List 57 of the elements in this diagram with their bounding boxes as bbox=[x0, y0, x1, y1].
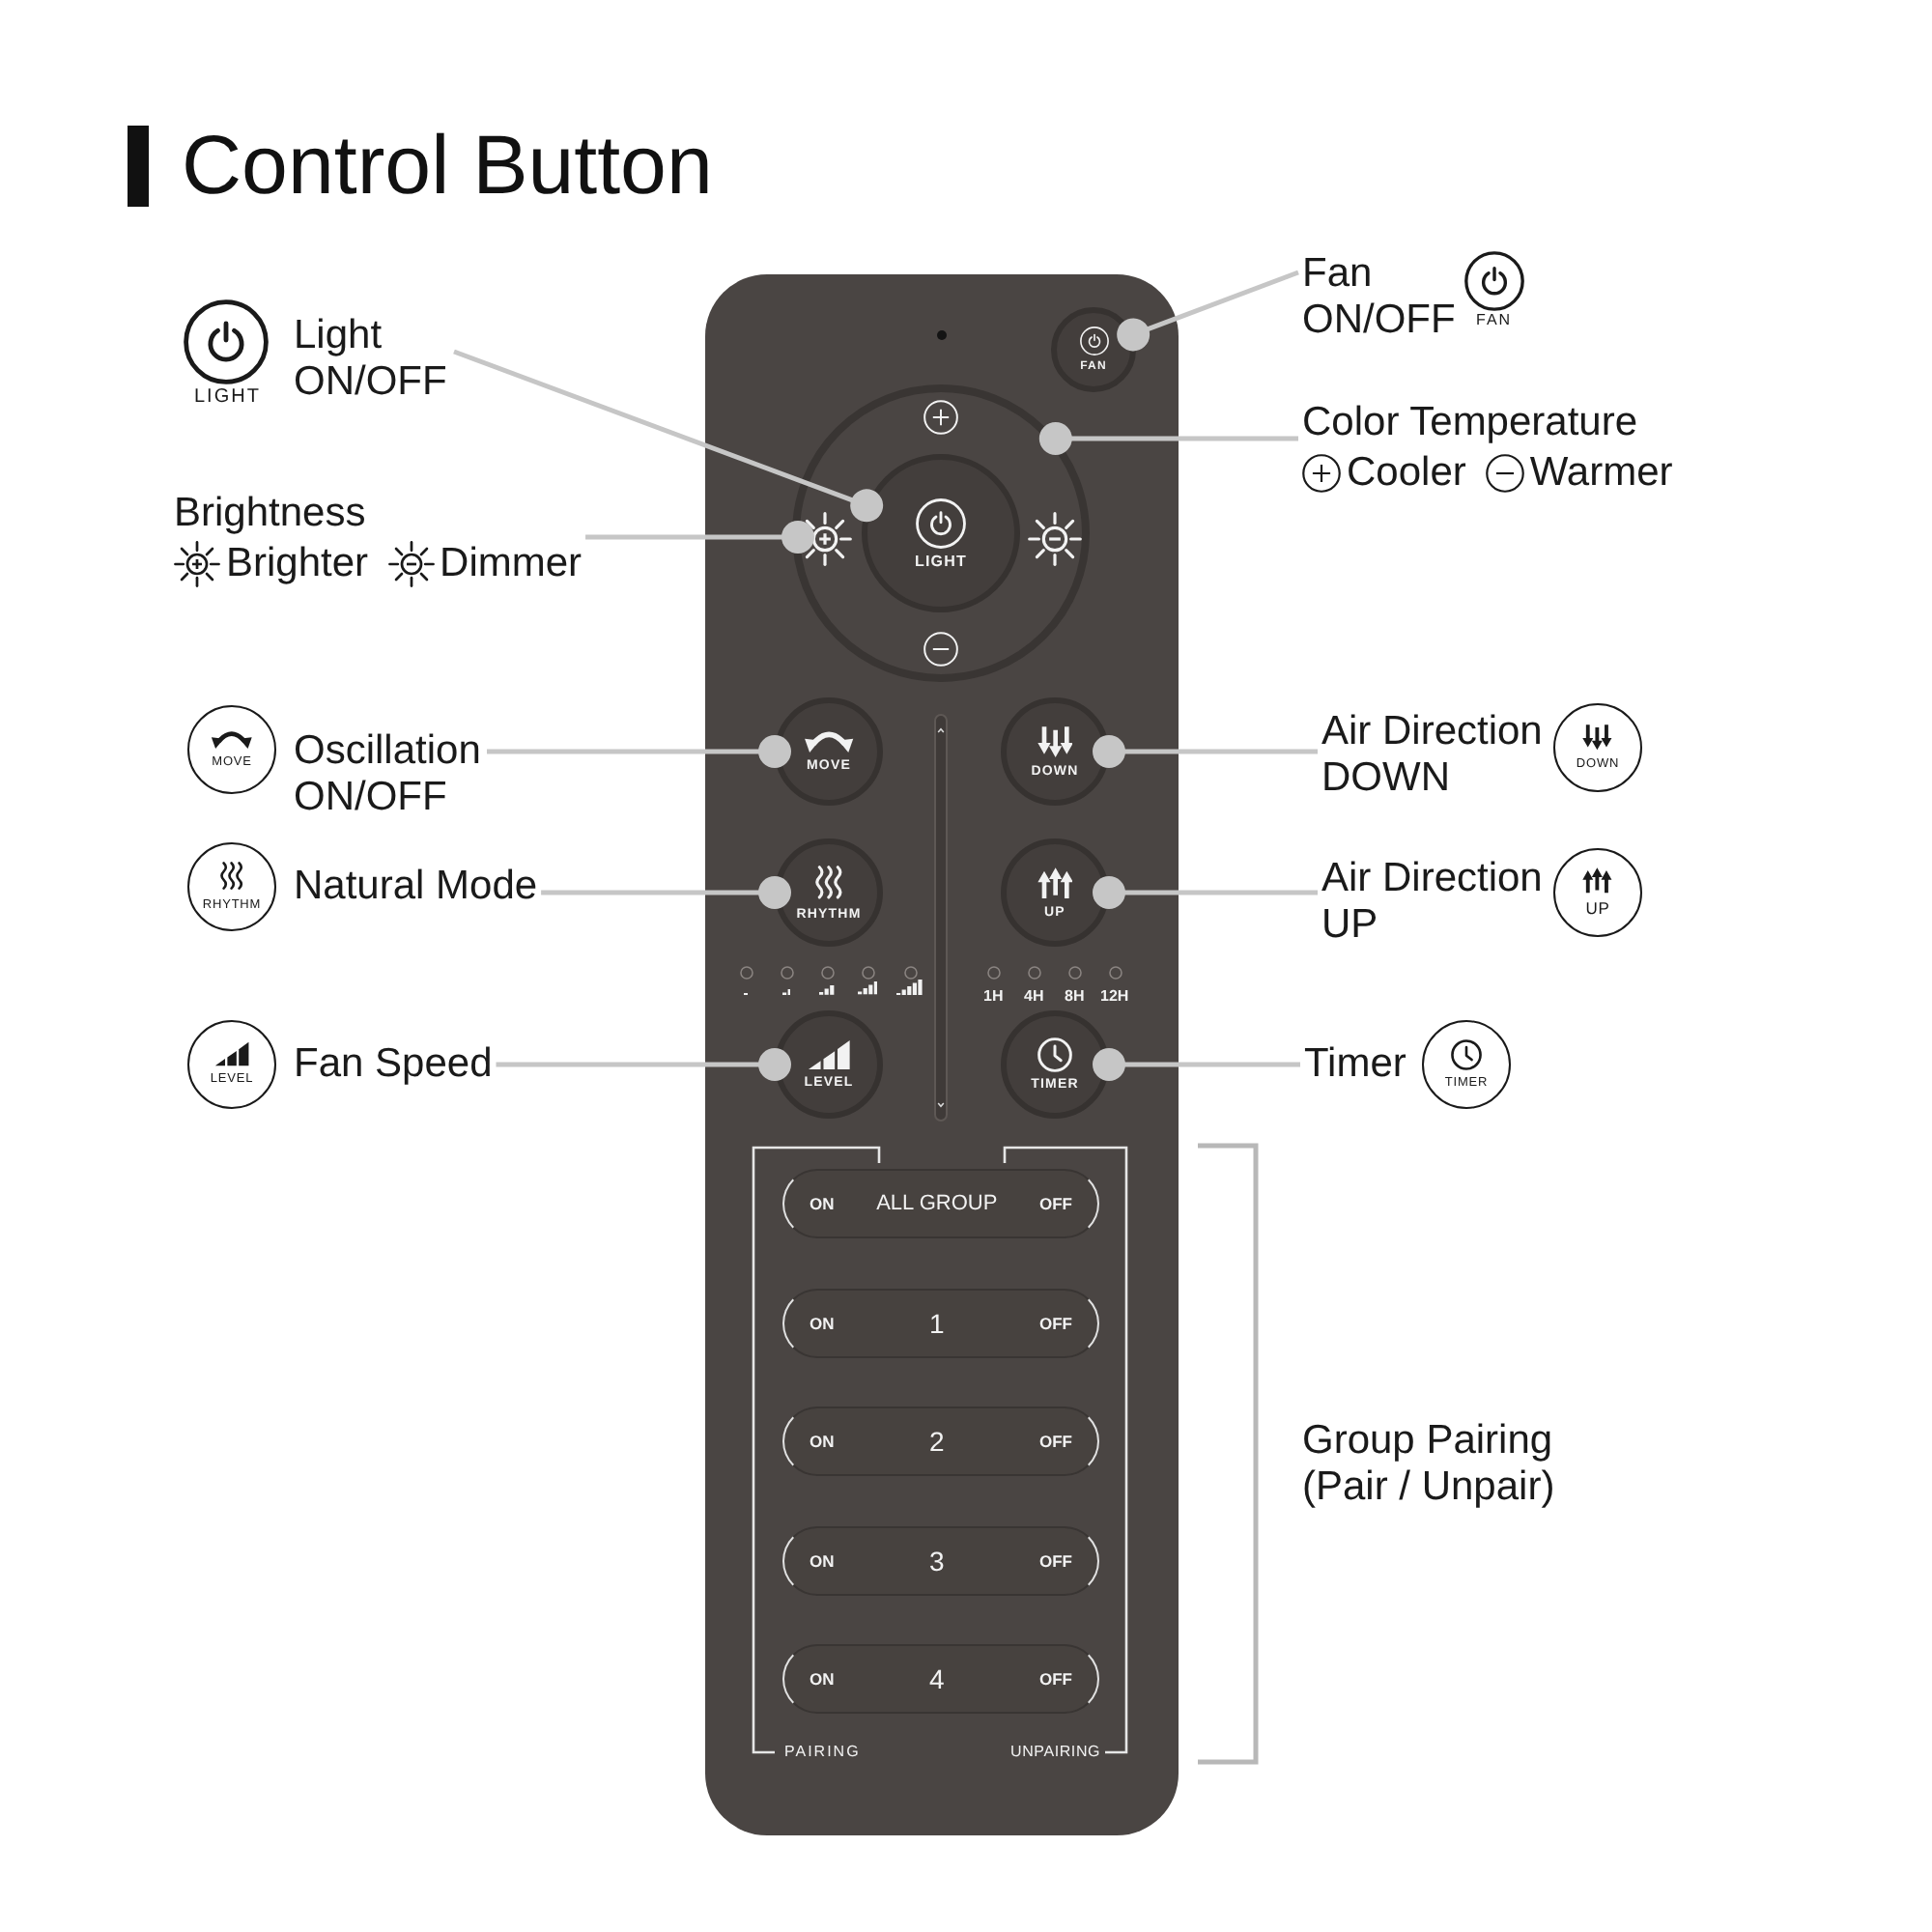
toggle-label: ON bbox=[810, 1551, 835, 1571]
leader-line bbox=[1093, 876, 1318, 909]
toggle-label: ON bbox=[810, 1432, 835, 1451]
leader-line bbox=[541, 876, 791, 909]
callout-text: Fan Speed bbox=[294, 1041, 493, 1088]
leader-line bbox=[453, 349, 884, 523]
toggle-label: OFF bbox=[1038, 1669, 1072, 1689]
callout-text: Air Direction UP bbox=[1321, 856, 1546, 949]
remote-control bbox=[705, 274, 1179, 1835]
hour-label: 8H bbox=[1065, 987, 1085, 1007]
callout-text: Light ON/OFF bbox=[294, 313, 450, 406]
icon-caption: FAN bbox=[1476, 312, 1513, 329]
bracket-label: UNPAIRING bbox=[1010, 1743, 1101, 1762]
toggle-label: ON bbox=[810, 1314, 835, 1333]
pill-button-pair bbox=[782, 1526, 1099, 1596]
callout-text: Fan ON/OFF bbox=[1302, 251, 1459, 344]
leader-line bbox=[1093, 1048, 1300, 1081]
callout-heading: Color Temperature bbox=[1302, 400, 1640, 446]
pill-label: 3 bbox=[928, 1548, 945, 1575]
annotation-text: Group Pairing (Pair / Unpair) bbox=[1302, 1418, 1557, 1511]
toggle-label: OFF bbox=[1039, 1194, 1072, 1213]
title: Control Button bbox=[128, 126, 713, 207]
callout-text: Warmer bbox=[1529, 450, 1673, 497]
toggle-label: ON bbox=[810, 1669, 835, 1689]
hour-label: 12H bbox=[1100, 987, 1129, 1007]
pill-button-pair bbox=[782, 1406, 1099, 1476]
leader-line bbox=[1093, 735, 1318, 768]
toggle-label: OFF bbox=[1038, 1314, 1072, 1333]
leader-line bbox=[1117, 270, 1299, 352]
pill-label: 4 bbox=[928, 1665, 945, 1692]
hour-label: 4H bbox=[1024, 987, 1044, 1007]
pill-label: 1 bbox=[928, 1310, 945, 1337]
bracket-label: PAIRING bbox=[784, 1743, 861, 1762]
callout-text: Brighter bbox=[226, 541, 369, 587]
pill-button-pair bbox=[782, 1644, 1099, 1714]
toggle-label: OFF bbox=[1038, 1432, 1072, 1451]
hour-label: 1H bbox=[983, 987, 1004, 1007]
leader-line bbox=[585, 521, 814, 554]
callout-heading: Brightness bbox=[174, 491, 368, 537]
pill-label: 2 bbox=[928, 1428, 945, 1455]
leader-line bbox=[1038, 422, 1298, 455]
icon-caption: LIGHT bbox=[194, 386, 261, 408]
symbol-caption: UP bbox=[1585, 899, 1610, 919]
callout-text: Oscillation ON/OFF bbox=[294, 728, 483, 821]
callout-text: Air Direction DOWN bbox=[1321, 709, 1546, 802]
callout-text: Dimmer bbox=[440, 541, 582, 587]
leader-line bbox=[487, 735, 791, 768]
callout-text: Cooler bbox=[1347, 450, 1466, 497]
round-button: LIGHT bbox=[862, 454, 1020, 612]
toggle-label: ON bbox=[810, 1194, 835, 1213]
toggle-label: OFF bbox=[1038, 1551, 1072, 1571]
callout-text: Natural Mode bbox=[294, 864, 538, 910]
pill-label: ALL GROUP bbox=[876, 1193, 998, 1214]
callout-text: Timer bbox=[1304, 1041, 1406, 1088]
leader-line bbox=[496, 1048, 791, 1081]
pill-button-pair bbox=[782, 1169, 1099, 1238]
pill-button-pair bbox=[782, 1289, 1099, 1358]
